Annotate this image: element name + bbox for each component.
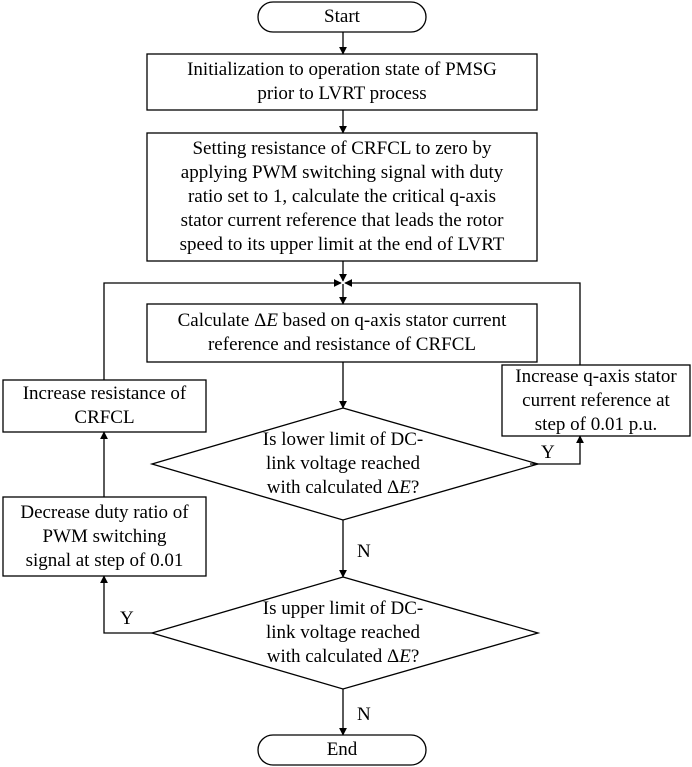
decrease-line-1: Decrease duty ratio of: [20, 501, 189, 523]
arrow-upper-yes-to-decrease: [100, 575, 152, 634]
decision-lower-line-3: with calculated ΔE?: [267, 476, 420, 500]
setting-line-2: applying PWM switching signal with duty: [180, 162, 504, 183]
init-line-1: Initialization to operation state of PMS…: [187, 59, 497, 80]
increase-q-line-2: current reference at: [522, 389, 670, 411]
decrease-line-3: signal at step of 0.01: [25, 549, 184, 571]
increase-q-box-shape: [501, 364, 691, 437]
calc-line-1: Calculate ΔE based on q-axis stator curr…: [178, 309, 507, 333]
increase-q-line-3: step of 0.01 p.u.: [534, 413, 658, 435]
calc-box: Calculate ΔE based on q-axis stator curr…: [147, 304, 537, 362]
arrow-increase-q-to-junction: [344, 279, 581, 365]
decision-upper-line-1: Is upper limit of DC-: [262, 598, 424, 619]
decision-lower-line-1: Is lower limit of DC-: [262, 429, 424, 450]
start-terminal: Start: [258, 2, 426, 32]
start-terminal-shape: [257, 1, 427, 33]
decision-upper-text-pre: with calculated: [266, 646, 387, 667]
end-terminal: End: [258, 735, 426, 765]
setting-line-1: Setting resistance of CRFCL to zero by: [192, 138, 492, 159]
decision-lower-variable: E: [399, 477, 411, 498]
setting-line-5: speed to its upper limit at the end of L…: [179, 234, 505, 255]
upper-no-label: N: [357, 704, 371, 725]
decision-lower: Is lower limit of DC- link voltage reach…: [215, 428, 471, 500]
increase-q-line-1: Increase q-axis stator: [515, 365, 677, 387]
decision-upper-variable: E: [399, 646, 411, 667]
decision-upper-delta-symbol: Δ: [387, 646, 400, 667]
arrow-increase-r-to-junction: [103, 279, 342, 380]
calc-text-post: based on q-axis stator current: [277, 310, 507, 331]
calc-text-pre: Calculate: [177, 310, 255, 331]
start-label: Start: [324, 6, 360, 27]
decision-lower-text-post: ?: [410, 477, 420, 498]
decision-upper-line-2: link voltage reached: [265, 622, 421, 643]
increase-r-line-2: CRFCL: [74, 407, 135, 428]
decision-upper: Is upper limit of DC- link voltage reach…: [215, 597, 471, 669]
setting-box: Setting resistance of CRFCL to zero by a…: [147, 133, 537, 261]
setting-line-3: ratio set to 1, calculate the critical q…: [187, 186, 497, 207]
decrease-line-2: PWM switching: [42, 525, 167, 547]
decision-lower-line-2: link voltage reached: [265, 453, 421, 474]
calc-line-2: reference and resistance of CRFCL: [207, 334, 476, 355]
init-box: Initialization to operation state of PMS…: [147, 54, 537, 110]
decrease-box: Decrease duty ratio of PWM switching sig…: [3, 497, 206, 576]
increase-q-box: Increase q-axis stator current reference…: [502, 365, 690, 436]
decision-lower-text-pre: with calculated: [266, 477, 387, 498]
lower-yes-label: Y: [541, 442, 555, 463]
arrow-lower-yes-to-increase-q: [530, 435, 584, 465]
setting-line-4: stator current reference that leads the …: [180, 210, 504, 231]
decision-upper-line-3: with calculated ΔE?: [267, 645, 420, 669]
calc-variable: E: [266, 310, 278, 331]
end-label: End: [326, 739, 358, 760]
init-line-2: prior to LVRT process: [257, 83, 427, 104]
calc-delta-symbol: Δ: [254, 310, 267, 331]
decision-upper-text-post: ?: [410, 646, 420, 667]
increase-r-line-1: Increase resistance of: [22, 383, 187, 404]
lower-no-label: N: [357, 541, 371, 562]
upper-yes-label: Y: [120, 608, 134, 629]
decision-lower-delta-symbol: Δ: [387, 477, 400, 498]
increase-r-box: Increase resistance of CRFCL: [3, 380, 206, 432]
